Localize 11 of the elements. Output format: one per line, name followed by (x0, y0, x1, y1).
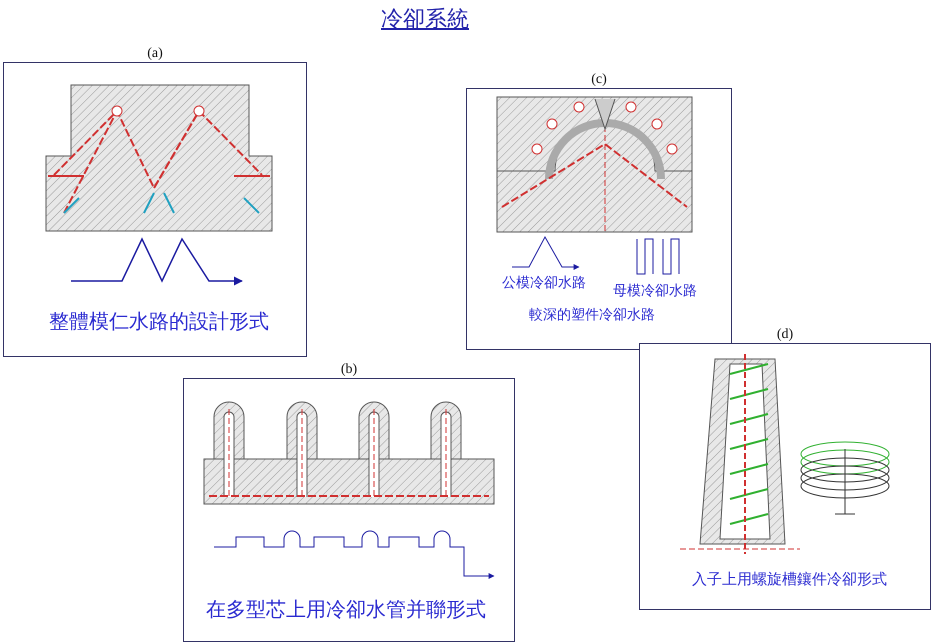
figure-caption: 在多型芯上用冷卻水管并聯形式 (206, 597, 486, 621)
panel-letter: (c) (589, 72, 609, 87)
panel-letter: (d) (774, 327, 796, 342)
figure-caption: 母模冷卻水路 (613, 283, 697, 300)
figure-caption: 較深的塑件冷卻水路 (529, 307, 655, 324)
panel-letter: (b) (338, 362, 360, 377)
page-title: 冷卻系統 (380, 5, 470, 33)
panel-letter: (a) (145, 46, 165, 61)
figure-caption: 整體模仁水路的設計形式 (49, 309, 269, 333)
figure-caption: 公模冷卻水路 (502, 275, 586, 292)
figure-caption: 入子上用螺旋槽鑲件冷卻形式 (692, 570, 887, 588)
